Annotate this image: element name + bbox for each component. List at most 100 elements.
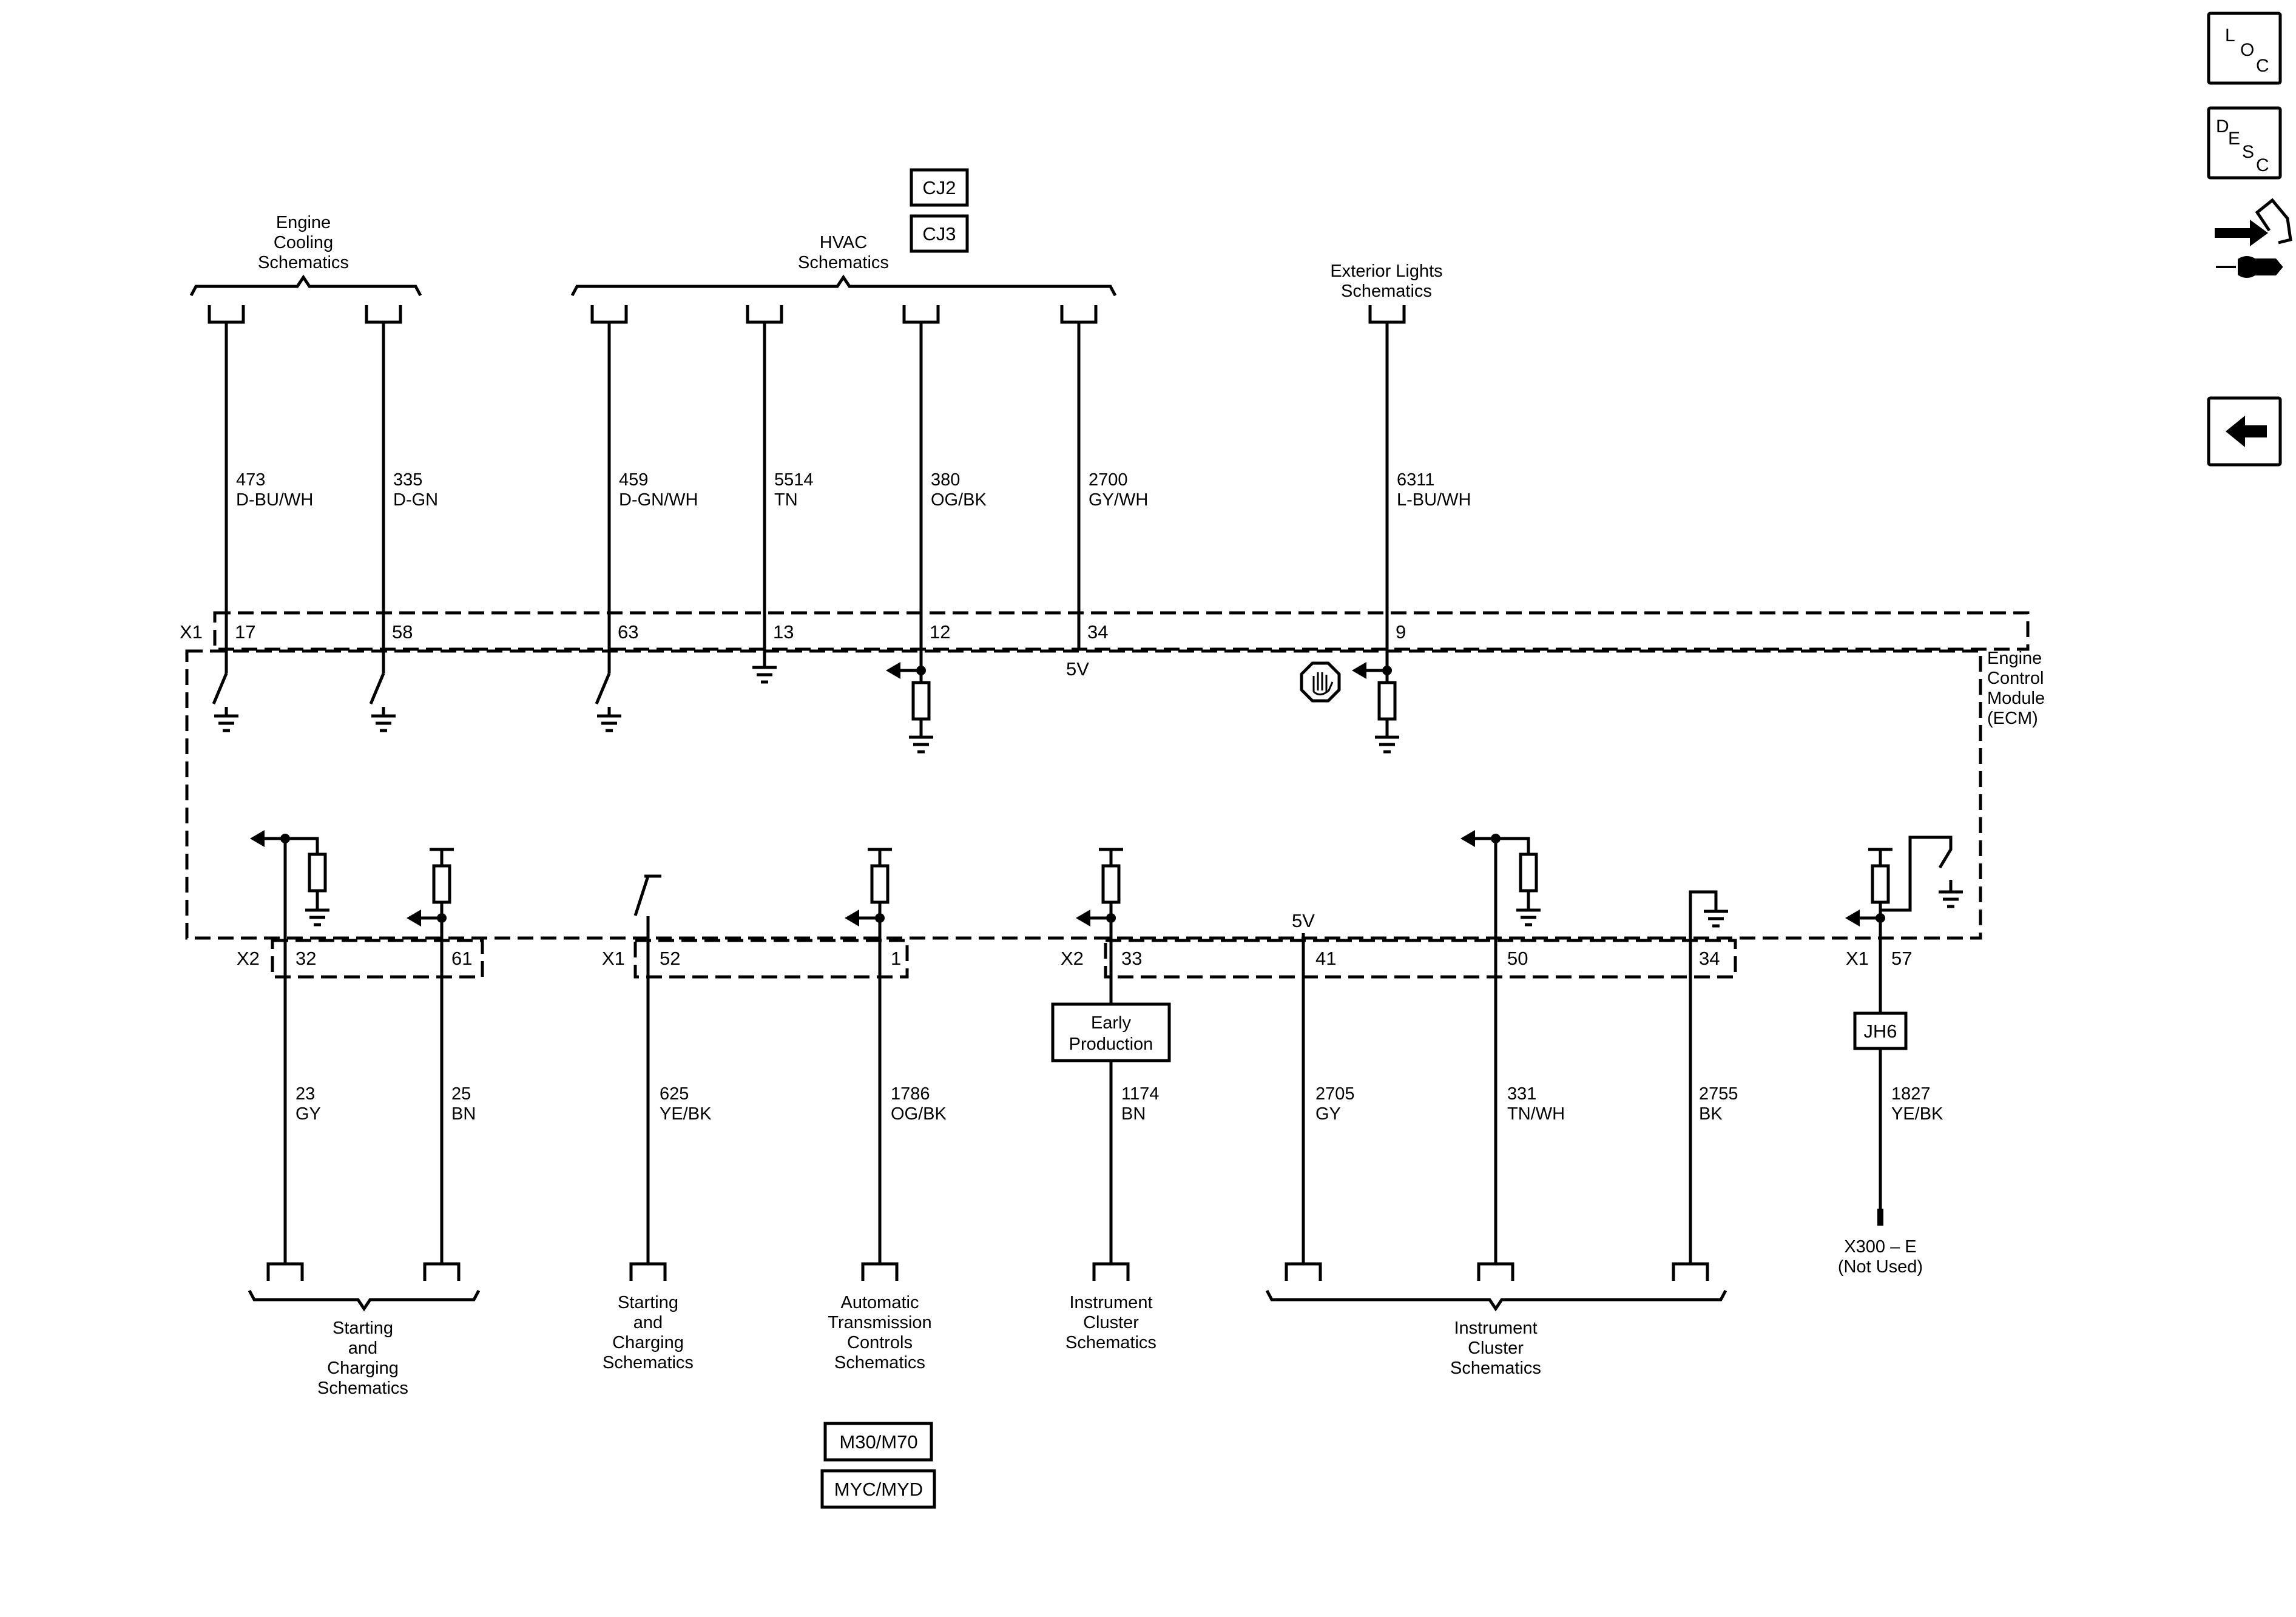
ecm-circuit-50	[1460, 830, 1541, 925]
wire-6311-color: L-BU/WH	[1397, 490, 1471, 510]
pin-33: 33	[1121, 948, 1142, 969]
x1-top-label: X1	[180, 621, 203, 643]
instrument-cluster-1-label-3: Schematics	[1065, 1333, 1156, 1352]
pin-12: 12	[930, 621, 950, 643]
auto-trans-label-4: Schematics	[834, 1353, 925, 1372]
bottom-wire-1786	[863, 938, 897, 1281]
bottom-wire-2705	[1286, 933, 1320, 1281]
description-letter-d: D	[2216, 116, 2229, 137]
wire-625-color: YE/BK	[660, 1104, 712, 1124]
hvac-label-2: Schematics	[798, 253, 889, 272]
ecm-label-line-2: Control	[1987, 669, 2044, 688]
wire-473-circuit: 473	[236, 470, 265, 490]
wire-23-circuit: 23	[295, 1084, 315, 1104]
x2-left-label: X2	[237, 948, 260, 969]
instrument-cluster-1-label-1: Instrument	[1070, 1293, 1153, 1312]
wire-473-color: D-BU/WH	[236, 490, 313, 510]
wire-25-circuit: 25	[451, 1084, 471, 1104]
ecm-boundary	[185, 649, 1982, 940]
starting-charging-1-label-4: Schematics	[317, 1379, 408, 1398]
exterior-lights-label-1: Exterior Lights	[1330, 262, 1442, 281]
x2-left-connector	[271, 939, 484, 979]
x300-label-1: X300 – E	[1844, 1237, 1916, 1257]
bottom-wire-23	[268, 839, 302, 1281]
wire-380-circuit: 380	[931, 470, 960, 490]
wire-2705-circuit: 2705	[1315, 1084, 1355, 1104]
wire-23-color: GY	[295, 1104, 321, 1124]
top-wire-335	[366, 305, 400, 731]
cj2-box	[910, 168, 969, 207]
pin-9: 9	[1396, 621, 1406, 643]
pin-41: 41	[1315, 948, 1336, 969]
pin-34-bottom: 34	[1699, 948, 1720, 969]
pin-63: 63	[618, 621, 638, 643]
starting-charging-1-label-2: and	[348, 1338, 377, 1358]
starting-charging-1-label-3: Charging	[327, 1359, 399, 1378]
hvac-label-1: HVAC	[820, 233, 867, 252]
wire-380-color: OG/BK	[931, 490, 987, 510]
ecm-circuit-33	[1076, 848, 1123, 938]
ecm-label-line-3: Module	[1987, 689, 2045, 708]
ecm-circuit-61	[407, 848, 454, 938]
cj2-label: CJ2	[922, 177, 956, 198]
pin-61: 61	[451, 948, 472, 969]
top-wire-459	[592, 305, 626, 731]
top-wire-473	[209, 305, 243, 731]
auto-trans-label-1: Automatic	[841, 1293, 919, 1312]
x2-right-label: X2	[1061, 948, 1084, 969]
pin-50: 50	[1507, 948, 1528, 969]
location-button[interactable]: L O C	[2207, 12, 2282, 85]
starting-charging-2-label-4: Schematics	[603, 1353, 694, 1372]
top-wire-380	[886, 305, 938, 752]
description-button[interactable]: D E S C	[2207, 106, 2282, 180]
top-wire-2700	[1062, 305, 1096, 649]
starting-charging-2-label-1: Starting	[618, 1293, 678, 1312]
top-wire-6311	[1352, 305, 1404, 752]
starting-charging-2-label-3: Charging	[612, 1333, 684, 1352]
wire-5514-color: TN	[774, 490, 798, 510]
bottom-wire-625	[631, 916, 665, 1281]
pin-13: 13	[773, 621, 794, 643]
x300-label-2: (Not Used)	[1838, 1257, 1923, 1277]
ecm-circuit-52-switch	[633, 874, 661, 916]
diagnostic-tool-icon[interactable]	[2215, 198, 2292, 278]
location-letter-l: L	[2225, 25, 2235, 46]
description-letter-c: C	[2256, 155, 2269, 175]
wire-625-circuit: 625	[660, 1084, 689, 1104]
early-production-label-2: Production	[1069, 1035, 1153, 1054]
wire-1786-color: OG/BK	[891, 1104, 947, 1124]
wire-25-color: BN	[451, 1104, 476, 1124]
auto-trans-label-2: Transmission	[828, 1313, 931, 1332]
wire-2700-circuit: 2700	[1089, 470, 1128, 490]
wire-1174-color: BN	[1121, 1104, 1146, 1124]
early-production-label-1: Early	[1091, 1013, 1132, 1033]
bottom-wire-25	[425, 938, 459, 1281]
m30-m70-label: M30/M70	[839, 1431, 917, 1453]
wire-331-color: TN/WH	[1507, 1104, 1565, 1124]
wire-1827-color: YE/BK	[1891, 1104, 1943, 1124]
engine-cooling-label-1: Engine	[276, 213, 331, 232]
m30-m70-box	[823, 1422, 933, 1462]
wire-459-color: D-GN/WH	[619, 490, 698, 510]
instrument-cluster-2-label-1: Instrument	[1454, 1318, 1538, 1338]
location-letter-o: O	[2240, 40, 2254, 60]
cj3-label: CJ3	[922, 223, 956, 245]
wire-2705-color: GY	[1315, 1104, 1341, 1124]
engine-cooling-label-2: Cooling	[274, 233, 333, 252]
pin-34-top: 34	[1087, 621, 1108, 643]
back-button[interactable]	[2207, 396, 2282, 467]
starting-charging-1-label-1: Starting	[333, 1318, 393, 1338]
early-production-box	[1051, 1002, 1171, 1062]
myc-myd-box	[820, 1469, 936, 1509]
wire-335-color: D-GN	[393, 490, 438, 510]
instrument-cluster-2-label-2: Cluster	[1468, 1338, 1524, 1358]
bottom-wire-1174	[1094, 938, 1128, 1281]
exterior-lights-label-2: Schematics	[1341, 282, 1432, 301]
cj3-box	[910, 214, 969, 253]
myc-myd-label: MYC/MYD	[834, 1479, 923, 1500]
ecm-circuit-57	[1845, 836, 1963, 938]
wire-1827-circuit: 1827	[1891, 1084, 1931, 1104]
instrument-cluster-1-label-2: Cluster	[1083, 1313, 1139, 1332]
wire-2755-circuit: 2755	[1699, 1084, 1738, 1104]
ecm-label-line-1: Engine	[1987, 649, 2042, 668]
